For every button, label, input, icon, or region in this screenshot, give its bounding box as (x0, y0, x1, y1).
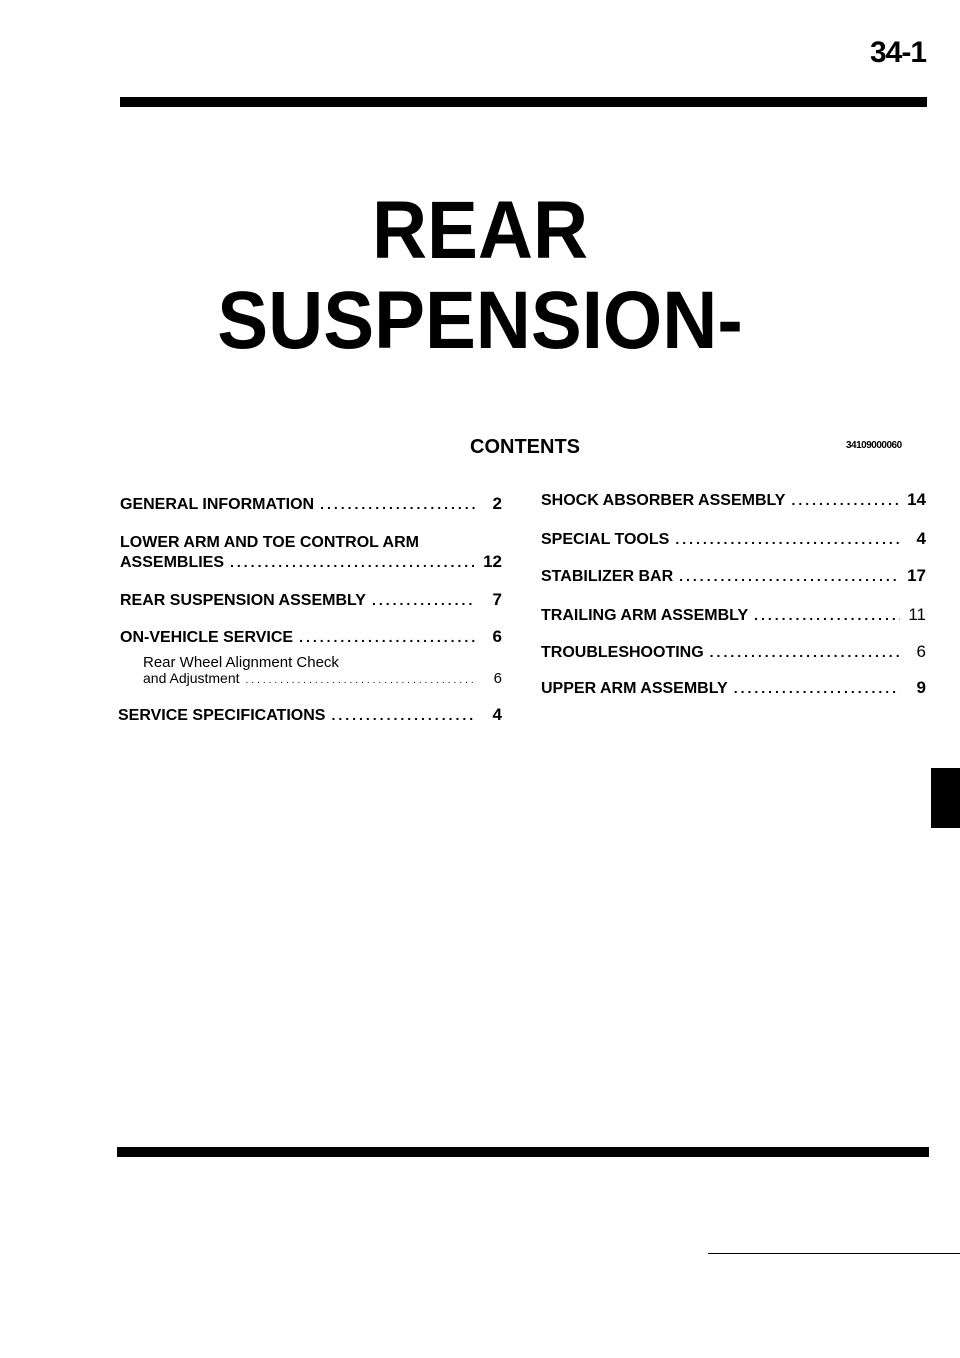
dot-leader: ........................................… (299, 629, 476, 645)
toc-entry-page: 7 (492, 590, 502, 609)
toc-entry-page: 6 (916, 642, 926, 661)
toc-entry-title: ON-VEHICLE SERVICE (120, 629, 294, 646)
dot-leader: ........................................… (320, 496, 476, 512)
bottom-rule (117, 1147, 929, 1157)
chapter-title-line2: SUSPENSION- (217, 275, 743, 366)
dot-leader: ........................................… (754, 607, 900, 623)
dot-leader: ........................................… (245, 675, 476, 686)
toc-entry-special-tools[interactable]: SPECIAL TOOLS ..........................… (541, 529, 926, 549)
dot-leader: ........................................… (331, 707, 476, 723)
section-tab-marker (931, 768, 960, 828)
toc-entry-title: STABILIZER BAR (541, 568, 674, 585)
contents-heading: CONTENTS (470, 436, 580, 458)
toc-entry-page: 4 (916, 529, 926, 548)
toc-entry-title: ASSEMBLIES (120, 554, 225, 571)
toc-entry-stabilizer-bar[interactable]: STABILIZER BAR .........................… (541, 566, 926, 586)
toc-entry-page: 2 (492, 494, 502, 513)
toc-entry-page: 17 (907, 566, 926, 585)
toc-entry-page: 12 (483, 552, 502, 571)
toc-entry-title: GENERAL INFORMATION (120, 496, 315, 513)
toc-entry-on-vehicle-service[interactable]: ON-VEHICLE SERVICE .....................… (120, 627, 502, 647)
dot-leader: ........................................… (679, 568, 900, 584)
footer-rule (708, 1253, 960, 1254)
toc-entry-page: 6 (492, 627, 502, 646)
toc-entry-title: SERVICE SPECIFICATIONS (118, 707, 326, 724)
dot-leader: ........................................… (733, 680, 900, 696)
toc-entry-page: 11 (908, 605, 926, 624)
toc-entry-title: REAR SUSPENSION ASSEMBLY (120, 592, 366, 609)
top-rule (120, 97, 927, 107)
toc-subentry-title: and Adjustment (143, 670, 240, 686)
chapter-title-line1: REAR (371, 185, 589, 276)
toc-entry-title: LOWER ARM AND TOE CONTROL ARM (120, 534, 419, 551)
dot-leader: ........................................… (371, 592, 476, 608)
toc-entry-title: TRAILING ARM ASSEMBLY (541, 607, 749, 624)
toc-entry-general-information[interactable]: GENERAL INFORMATION ....................… (120, 494, 502, 514)
document-code: 34109000060 (846, 440, 902, 451)
toc-entry-upper-arm-assembly[interactable]: UPPER ARM ASSEMBLY .....................… (541, 678, 926, 698)
toc-entry-title: SHOCK ABSORBER ASSEMBLY (541, 492, 786, 509)
toc-entry-title: UPPER ARM ASSEMBLY (541, 680, 728, 697)
toc-subentry-title: Rear Wheel Alignment Check (143, 654, 339, 671)
dot-leader: ........................................… (230, 554, 476, 570)
toc-entry-title: SPECIAL TOOLS (541, 531, 670, 548)
toc-entry-page: 4 (492, 705, 502, 724)
dot-leader: ........................................… (791, 492, 900, 508)
toc-subentry-alignment[interactable]: and Adjustment .........................… (143, 670, 502, 687)
dot-leader: ........................................… (675, 531, 900, 547)
dot-leader: ........................................… (709, 644, 900, 660)
toc-entry-trailing-arm-assembly[interactable]: TRAILING ARM ASSEMBLY ..................… (541, 605, 926, 625)
toc-entry-page: 14 (907, 490, 926, 509)
page-number: 34-1 (869, 36, 927, 69)
toc-entry-page: 6 (493, 670, 502, 687)
toc-entry-troubleshooting[interactable]: TROUBLESHOOTING ........................… (541, 642, 926, 662)
toc-entry-page: 9 (916, 678, 926, 697)
toc-entry-lower-arm[interactable]: ASSEMBLIES .............................… (120, 552, 502, 572)
toc-entry-service-specifications[interactable]: SERVICE SPECIFICATIONS .................… (118, 705, 502, 725)
toc-entry-title: TROUBLESHOOTING (541, 644, 704, 661)
toc-entry-rear-suspension-assembly[interactable]: REAR SUSPENSION ASSEMBLY ...............… (120, 590, 502, 610)
toc-entry-shock-absorber-assembly[interactable]: SHOCK ABSORBER ASSEMBLY ................… (541, 490, 926, 510)
